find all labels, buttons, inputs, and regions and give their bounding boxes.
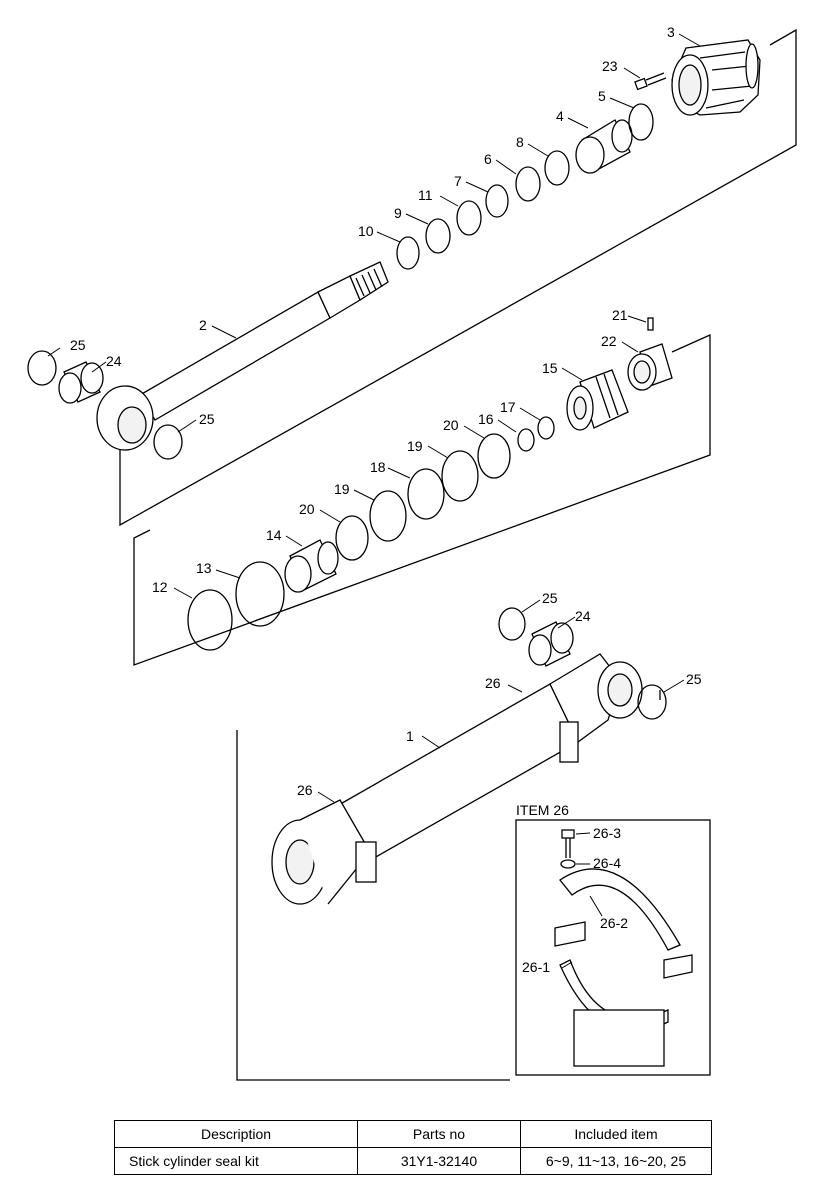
ring-12 — [187, 589, 233, 651]
label-24-b: 24 — [575, 608, 591, 624]
label-26-3: 26-3 — [593, 825, 621, 841]
ring-18 — [407, 468, 445, 520]
ring-10 — [396, 236, 420, 270]
pin-21 — [647, 317, 654, 331]
label-7: 7 — [454, 173, 462, 189]
label-25-b: 25 — [199, 411, 215, 427]
label-20-b: 20 — [299, 501, 315, 517]
label-12: 12 — [152, 579, 168, 595]
label-23: 23 — [602, 58, 618, 74]
ring-25-c — [498, 607, 526, 641]
label-19-b: 19 — [334, 481, 350, 497]
label-10: 10 — [358, 223, 374, 239]
ring-20-a — [477, 433, 511, 479]
label-6: 6 — [484, 151, 492, 167]
seal-kit-table: Description Parts no Included item Stick… — [114, 1120, 712, 1175]
label-8: 8 — [516, 134, 524, 150]
label-1: 1 — [406, 728, 414, 744]
label-25-d: 25 — [686, 671, 702, 687]
label-22: 22 — [601, 333, 617, 349]
table-header-included-item: Included item — [520, 1120, 712, 1148]
ring-11 — [456, 200, 482, 236]
item26-title: ITEM 26 — [516, 802, 569, 818]
label-13: 13 — [196, 560, 212, 576]
ring-19-b — [369, 490, 407, 542]
table-row: Stick cylinder seal kit 31Y1-32140 6~9, … — [114, 1147, 712, 1175]
label-3: 3 — [667, 24, 675, 40]
bolt-26-3 — [561, 829, 575, 858]
label-21: 21 — [612, 307, 628, 323]
label-25-a: 25 — [70, 337, 86, 353]
ring-16 — [517, 428, 535, 452]
cylinder-tube — [271, 653, 643, 905]
ring-25-b — [153, 424, 183, 460]
ring-5 — [628, 103, 654, 141]
panel-rod-assembly — [119, 28, 797, 527]
ring-13 — [235, 561, 285, 627]
label-26-4: 26-4 — [593, 855, 621, 871]
table-header-row: Description Parts no Included item — [114, 1120, 712, 1148]
ring-9 — [425, 218, 451, 254]
label-26-a: 26 — [485, 675, 501, 691]
piston-rod — [139, 261, 389, 421]
panel-piston-assembly — [133, 333, 711, 666]
label-19-a: 19 — [407, 438, 423, 454]
bushing-14 — [284, 539, 339, 593]
label-11: 11 — [418, 187, 433, 203]
bushing-4 — [575, 119, 633, 174]
label-5: 5 — [598, 88, 606, 104]
rod-eye — [96, 385, 154, 451]
piston-15 — [566, 369, 629, 431]
ring-20-b — [335, 515, 369, 561]
label-14: 14 — [266, 527, 282, 543]
table-header-parts-no: Parts no — [357, 1120, 521, 1148]
label-24-a: 24 — [106, 353, 122, 369]
label-2: 2 — [199, 317, 207, 333]
ring-7 — [485, 184, 509, 218]
ring-6 — [515, 166, 541, 202]
label-26-2: 26-2 — [600, 915, 628, 931]
bushing-24-a — [58, 361, 104, 404]
label-15: 15 — [542, 360, 558, 376]
table-cell-parts-no: 31Y1-32140 — [357, 1147, 521, 1175]
label-25-c: 25 — [542, 590, 558, 606]
rod-cover — [671, 39, 761, 116]
ring-25-a — [27, 350, 57, 386]
label-4: 4 — [556, 108, 564, 124]
clamp-band — [554, 868, 693, 1067]
bolt-23 — [634, 72, 667, 91]
bushing-24-b — [528, 621, 574, 667]
label-26-1: 26-1 — [522, 959, 550, 975]
panel-tube-assembly — [236, 690, 661, 1081]
table-header-description: Description — [114, 1120, 358, 1148]
table-cell-description: Stick cylinder seal kit — [114, 1147, 358, 1175]
ring-19-a — [441, 450, 479, 502]
washer-26-4 — [560, 859, 576, 869]
label-17: 17 — [500, 399, 516, 415]
label-20-a: 20 — [443, 417, 459, 433]
nut-22 — [627, 343, 673, 391]
label-9: 9 — [394, 205, 402, 221]
ring-8 — [544, 150, 570, 186]
table-cell-included-item: 6~9, 11~13, 16~20, 25 — [520, 1147, 712, 1175]
label-18: 18 — [370, 459, 386, 475]
ring-17 — [537, 416, 555, 440]
ring-25-d — [637, 684, 667, 720]
leader-lines — [47, 33, 701, 969]
label-26-b: 26 — [297, 782, 313, 798]
item26-detail-box — [515, 819, 711, 1076]
label-16: 16 — [478, 411, 494, 427]
